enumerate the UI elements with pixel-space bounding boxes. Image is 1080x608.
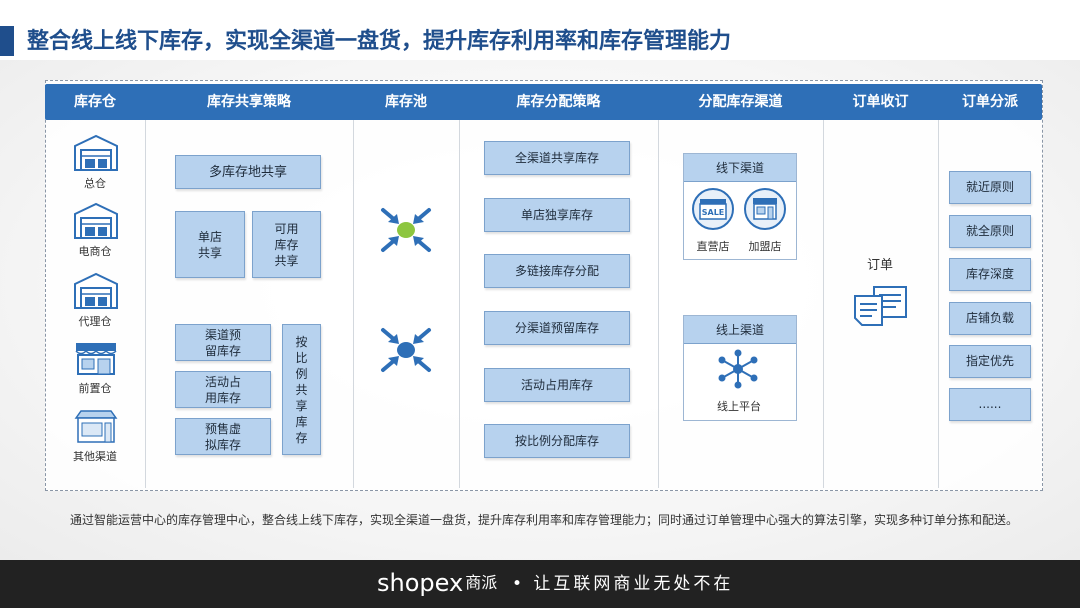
sharing-single-store: 单店共享 [175,211,245,278]
page-title: 整合线上线下库存，实现全渠道一盘货，提升库存利用率和库存管理能力 [27,29,732,54]
direct-store-label: 直营店 [696,240,730,253]
header-warehouse: 库存仓 [74,94,116,110]
header-inventory-pool: 库存池 [385,94,427,110]
dispatch-rule: ...... [949,388,1031,421]
sale-text: SALE [702,208,725,217]
warehouse-icon [74,134,118,171]
warehouse-label-agent: 代理仓 [78,315,112,328]
allocation-item: 按比例分配库存 [484,424,630,458]
warehouse-icon [74,202,118,239]
column-divider [823,120,824,488]
warehouse-label-main: 总仓 [84,177,106,190]
allocation-item: 单店独享库存 [484,198,630,232]
warehouse-label-forward: 前置仓 [78,382,112,395]
column-divider [938,120,939,488]
brand-cn-text: 商派 [465,573,498,592]
converge-arrows-blue-icon [381,328,431,372]
franchise-store-icon [744,188,786,230]
sharing-multi-location: 多库存地共享 [175,155,321,189]
sharing-available: 可用库存共享 [252,211,321,278]
sale-icon: SALE [692,188,734,230]
dispatch-rule: 就近原则 [949,171,1031,204]
dispatch-rule: 店铺负载 [949,302,1031,335]
warehouse-icon [74,272,118,309]
sharing-activity: 活动占用库存 [175,371,271,408]
dispatch-rule: 库存深度 [949,258,1031,291]
sharing-presale: 预售虚拟库存 [175,418,271,455]
footer-bar [0,560,1080,608]
network-icon [718,349,758,389]
title-accent-bar [0,26,14,56]
header-channels: 分配库存渠道 [698,94,783,110]
converge-arrows-green-icon [381,208,431,252]
column-divider [459,120,460,488]
column-divider [145,120,146,488]
order-document-icon [854,286,907,326]
warehouse-label-other: 其他渠道 [73,450,117,463]
dispatch-rule: 就全原则 [949,215,1031,248]
allocation-item: 多链接库存分配 [484,254,630,288]
franchise-store-label: 加盟店 [748,240,782,253]
shop-icon [74,410,118,443]
allocation-item: 活动占用库存 [484,368,630,402]
header-order-dispatch: 订单分派 [962,94,1018,110]
order-label: 订单 [866,258,893,273]
warehouse-label-ecommerce: 电商仓 [78,245,112,258]
caption: 通过智能运营中心的库存管理中心，整合线上线下库存，实现全渠道一盘货，提升库存利用… [70,513,1019,527]
online-channel-title: 线上渠道 [684,316,796,344]
header-sharing-strategy: 库存共享策略 [207,94,291,110]
brand-logo-text: shopex [377,569,464,597]
footer-slogan: • 让互联网商业无处不在 [512,574,734,594]
sharing-ratio: 按比例共享库存 [282,324,321,455]
allocation-item: 分渠道预留库存 [484,311,630,345]
header-bar [45,84,1042,120]
allocation-item: 全渠道共享库存 [484,141,630,175]
column-divider [658,120,659,488]
offline-channel-title: 线下渠道 [684,154,796,182]
online-platform-label: 线上平台 [717,400,761,413]
header-allocation-strategy: 库存分配策略 [516,94,601,110]
column-divider [353,120,354,488]
dispatch-rule: 指定优先 [949,345,1031,378]
header-order-receive: 订单收订 [852,94,909,110]
storefront-icon [75,343,117,375]
sharing-channel-reserve: 渠道预留库存 [175,324,271,361]
